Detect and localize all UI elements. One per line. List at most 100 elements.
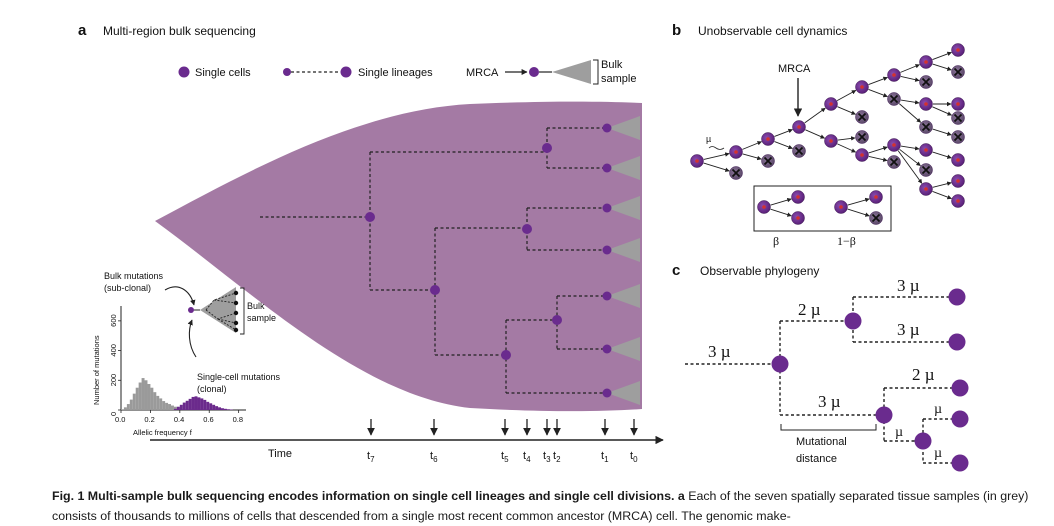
- time-tick-label: t4: [523, 450, 531, 464]
- lineage-start-dot: [283, 68, 291, 76]
- beta-label: β: [773, 234, 779, 248]
- time-tick-label: t2: [553, 450, 561, 464]
- dead-cell: [919, 120, 933, 134]
- panel-a: a Multi-region bulk sequencing Single ce…: [78, 22, 664, 464]
- time-tick-label: t6: [430, 450, 438, 464]
- phylo-internal-node: [914, 432, 932, 450]
- bulk-cone-legend: [552, 60, 591, 84]
- histogram-bar-clonal: [191, 396, 195, 410]
- one-minus-beta-label: 1−β: [837, 234, 856, 248]
- division-arrow: [770, 208, 792, 217]
- division-arrow: [837, 136, 856, 141]
- dead-cell: [919, 163, 933, 177]
- bulk-bracket: [593, 59, 599, 85]
- histogram-bar-bulk: [150, 387, 154, 410]
- mutational-distance-bracket: [780, 424, 877, 431]
- division-arrow: [805, 129, 825, 139]
- mutation-count-labels: 3 µ 2 µ 3 µ 3 µ 3 µ 2 µ µ µ µ: [708, 276, 942, 461]
- mu-label: µ: [934, 446, 942, 461]
- histogram-bar-clonal: [226, 409, 230, 410]
- bulk-cone: [607, 116, 640, 140]
- phylo-leaf: [951, 379, 969, 397]
- dead-cell: [761, 154, 775, 168]
- histogram-x-tick: 0.6: [203, 415, 213, 424]
- internal-node: [552, 315, 562, 325]
- live-cell: [919, 182, 933, 196]
- division-arrow: [932, 106, 952, 116]
- histogram-bar-bulk: [144, 380, 148, 410]
- dead-cell: [951, 65, 965, 79]
- division-arrow: [899, 148, 921, 167]
- internal-node: [522, 224, 532, 234]
- histogram-bar-bulk: [173, 406, 177, 410]
- division-arrow: [868, 146, 888, 154]
- tumour-expansion-shape: [155, 101, 642, 412]
- bulk-cone: [607, 238, 640, 262]
- live-cell: [951, 43, 965, 57]
- histogram-bar-clonal: [206, 401, 210, 410]
- mrca-legend-dot: [529, 67, 539, 77]
- live-cell: [729, 145, 743, 159]
- division-arrow: [774, 141, 793, 150]
- histogram-bar-clonal: [200, 398, 204, 410]
- live-cell: [919, 55, 933, 69]
- cell-division-tree: [690, 43, 965, 208]
- histogram-bar-bulk: [126, 404, 130, 410]
- inset-bulk-line1: Bulk: [247, 301, 265, 311]
- live-cell: [690, 154, 704, 168]
- internal-node: [430, 285, 440, 295]
- histogram-bar-clonal: [215, 406, 219, 410]
- division-arrow: [742, 153, 762, 161]
- dead-cell: [729, 166, 743, 180]
- leaf-cell: [602, 291, 612, 301]
- histogram-bar-bulk: [165, 402, 169, 410]
- live-cell: [919, 143, 933, 157]
- histogram-bar-bulk: [138, 382, 142, 410]
- live-cell: [824, 134, 838, 148]
- dead-cell: [919, 75, 933, 89]
- division-arrow: [837, 106, 856, 115]
- live-cell: [761, 132, 775, 146]
- division-arrow: [932, 151, 952, 159]
- leaf-cell: [602, 388, 612, 398]
- dead-cell: [951, 111, 965, 125]
- mu-label: 3 µ: [708, 342, 731, 361]
- histogram-bar-clonal: [188, 398, 192, 410]
- mutational-distance-line1: Mutational: [796, 436, 847, 448]
- histogram-y-tick: 200: [109, 374, 118, 387]
- mu-label: 3 µ: [818, 392, 841, 411]
- dead-cell: [855, 130, 869, 144]
- leaf-cell: [602, 123, 612, 133]
- phylo-leaf: [951, 454, 969, 472]
- division-arrow: [847, 197, 870, 206]
- live-cell: [824, 97, 838, 111]
- phylo-root-node: [771, 355, 789, 373]
- histogram-bar-bulk: [141, 378, 145, 410]
- live-cell: [951, 97, 965, 111]
- phylo-leaf: [951, 410, 969, 428]
- legend-single-lineages: Single lineages: [358, 67, 433, 79]
- panel-a-title: Multi-region bulk sequencing: [103, 24, 256, 38]
- division-arrow: [932, 191, 952, 200]
- mu-label: µ: [934, 402, 942, 417]
- division-arrow: [900, 76, 920, 82]
- panel-a-letter: a: [78, 22, 87, 39]
- caption-body: Each of the seven spatially separated ti…: [52, 489, 1029, 523]
- time-tick-label: t7: [367, 450, 375, 464]
- division-arrow: [868, 76, 888, 85]
- phylo-internal-node: [875, 406, 893, 424]
- histogram-bar-bulk: [147, 384, 151, 410]
- panel-b-mrca-label: MRCA: [778, 63, 811, 75]
- bulk-mutations-line2: (sub-clonal): [104, 283, 151, 293]
- histogram-bar-clonal: [194, 396, 198, 410]
- mu-label: 3 µ: [897, 320, 920, 339]
- single-cell-legend-dot: [178, 66, 190, 78]
- histogram-x-tick: 0.4: [174, 415, 184, 424]
- bulk-sample-cones: [607, 116, 640, 405]
- histogram-bar-bulk: [159, 398, 163, 410]
- bulk-cone: [607, 156, 640, 180]
- division-arrow: [837, 143, 857, 153]
- panel-b: b Unobservable cell dynamics MRCA µ β 1−…: [672, 22, 965, 248]
